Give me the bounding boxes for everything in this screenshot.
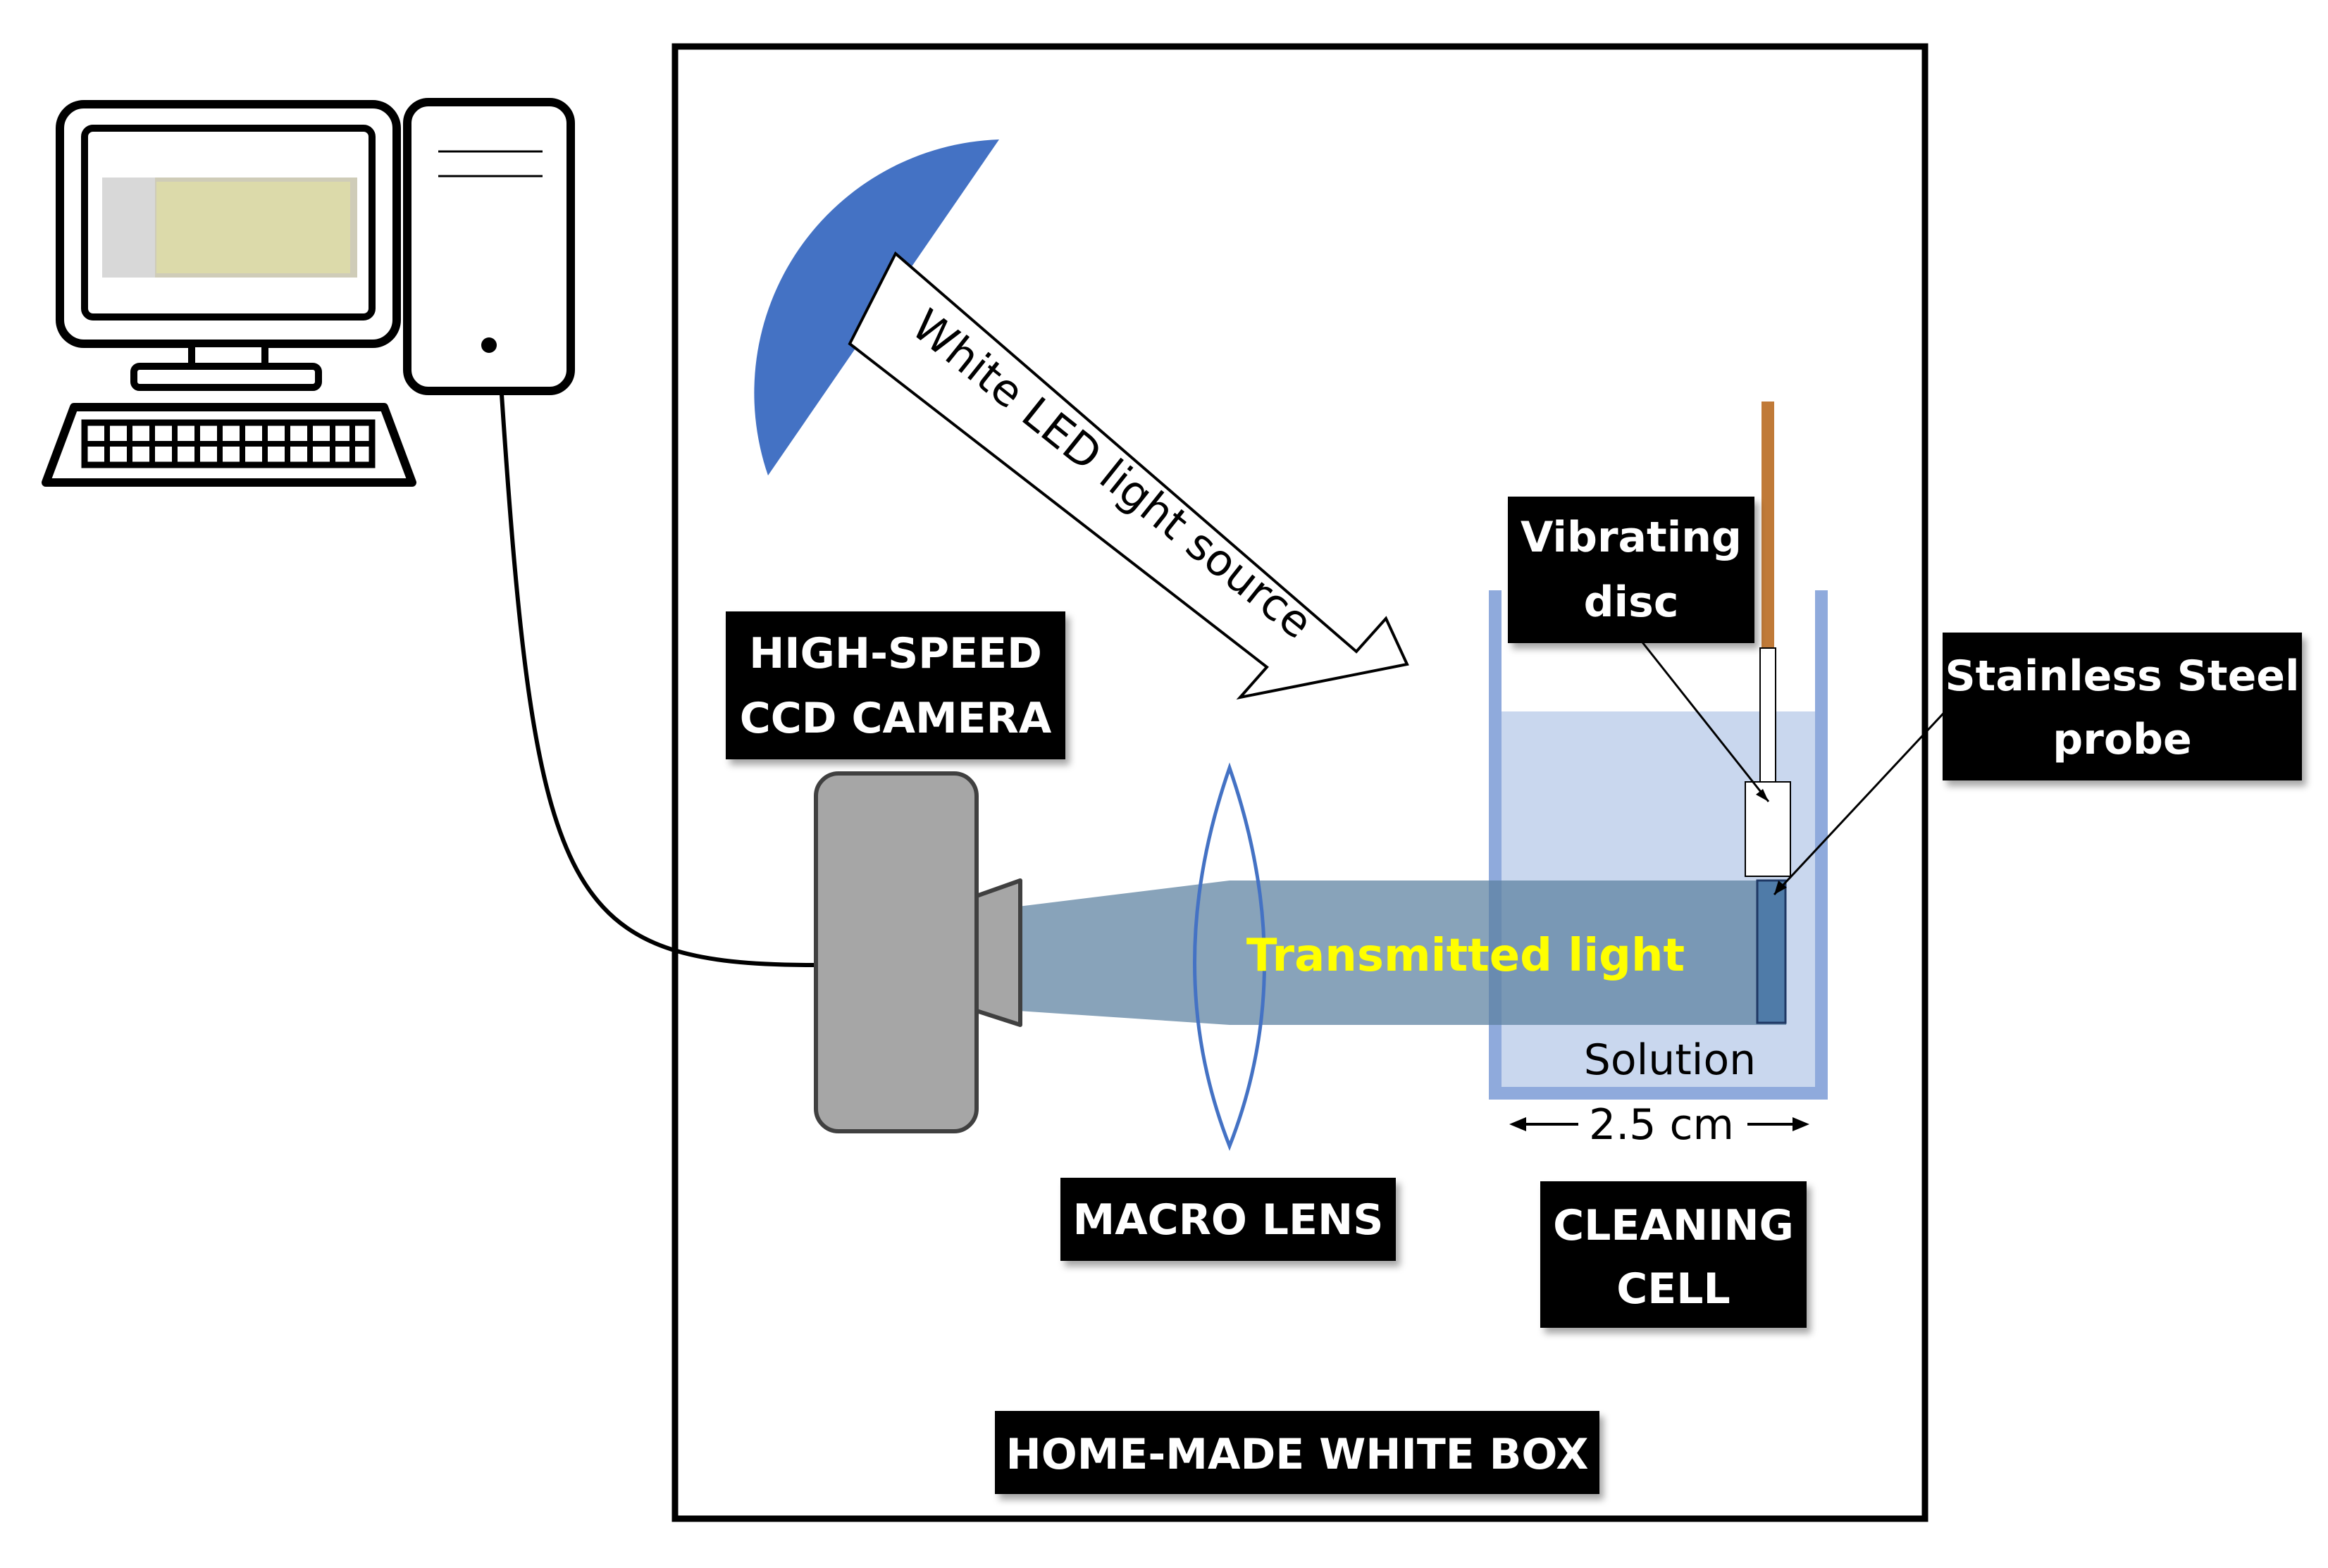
width-dimension [1509, 1117, 1809, 1131]
box-label [995, 1411, 1599, 1494]
lens-label [1060, 1178, 1396, 1261]
cell-walls [1489, 590, 1828, 1100]
white-box-frame [671, 43, 1928, 1522]
probe-label-line2: probe [2053, 715, 2191, 764]
camera-icon [814, 771, 1022, 1133]
cell-label-line1: CLEANING [1553, 1201, 1794, 1250]
probe-label [1943, 633, 2302, 780]
data-cable [500, 394, 817, 967]
tower-icon [403, 98, 575, 395]
camera-label [726, 611, 1065, 759]
probe-label-line1: Stainless Steel [1945, 652, 2299, 701]
disc-label-line1: Vibrating [1521, 513, 1742, 562]
solution-label: Solution [1584, 1035, 1756, 1085]
vibrating-disc [1745, 781, 1791, 877]
transmitted-light-label: Transmitted light [1246, 930, 1685, 982]
box-label-text: HOME-MADE WHITE BOX [1005, 1430, 1588, 1479]
cell-label-line2: CELL [1616, 1264, 1730, 1314]
lens-label-text: MACRO LENS [1073, 1195, 1384, 1245]
disc-leader [1633, 632, 1770, 802]
light-beam [1018, 881, 1786, 1025]
disc-label-line2: disc [1584, 578, 1679, 627]
steel-probe [1756, 879, 1787, 1024]
keyboard-icon [42, 403, 416, 487]
disc-label [1508, 497, 1754, 643]
light-arrow [848, 251, 1409, 700]
disc-stem [1759, 647, 1776, 793]
width-label: 2.5 cm [1589, 1100, 1734, 1150]
rod [1762, 402, 1774, 648]
monitor-icon [56, 100, 401, 391]
camera-label-line2: CCD CAMERA [740, 694, 1052, 743]
probe-leader [1773, 703, 1953, 896]
camera-label-line1: HIGH-SPEED [749, 629, 1042, 678]
lens-icon [1193, 762, 1266, 1151]
computer [42, 98, 575, 487]
cell-label [1540, 1181, 1807, 1328]
light-source-label: White LED light source [903, 299, 1323, 649]
